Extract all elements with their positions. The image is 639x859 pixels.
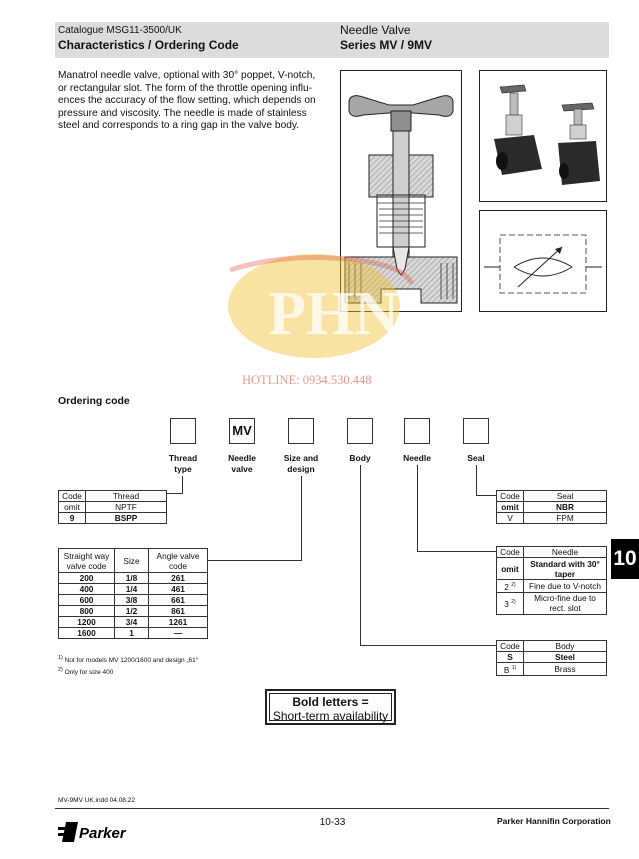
legend-title: Bold letters = [292, 695, 369, 709]
intro-line: pressure and viscosity. The needle is ma… [58, 107, 307, 119]
body-connector [360, 465, 361, 646]
size-connector [301, 476, 302, 561]
seal-box[interactable] [463, 418, 489, 444]
section-title: Characteristics / Ordering Code [58, 38, 239, 52]
thread-connector [182, 476, 183, 493]
series-name: Series MV / 9MV [340, 38, 433, 52]
needle-connector [417, 551, 496, 552]
page-number: 10-33 [319, 817, 346, 828]
seal-label: Seal [467, 453, 485, 463]
body-box[interactable] [347, 418, 373, 444]
intro-line: or rectangular slot. The form of the thr… [58, 82, 313, 94]
seal-connector [476, 465, 477, 496]
table-row: 2 2)Fine due to V-notch [496, 579, 607, 593]
parker-logo: Parker [58, 822, 127, 842]
intro-line: steel and corresponds to a ring gap in t… [58, 120, 300, 132]
thread-type-box[interactable] [170, 418, 196, 444]
size-design-box[interactable] [288, 418, 314, 444]
phn-watermark-logo: PHN [228, 254, 415, 358]
watermark-logo-text: PHN [268, 280, 399, 348]
product-name: Needle Valve [340, 23, 411, 37]
header-band [55, 22, 609, 58]
valve-cross-section-drawing [344, 95, 458, 304]
table-row: B 1)Brass [496, 662, 607, 676]
needle-label: Needle [403, 453, 431, 463]
seal-connector [476, 495, 496, 496]
size-connector [208, 560, 302, 561]
chapter-tab: 10 [611, 539, 639, 579]
watermark-hotline: HOTLINE: 0934.530.448 [242, 373, 372, 387]
thread-connector [167, 493, 183, 494]
availability-legend: Bold letters = Short-term availability [265, 689, 396, 725]
hydraulic-symbol-figure [479, 210, 607, 312]
body-connector [360, 645, 496, 646]
throttle-symbol-drawing [484, 234, 602, 294]
intro-line: Manatrol needle valve, optional with 30°… [58, 70, 316, 81]
file-reference: MV-9MV UK.indd 04.08.22 [58, 797, 135, 804]
product-photo-figure [479, 70, 607, 202]
body-label: Body [349, 453, 371, 463]
intro-line: ences the accuracy of the flow setting, … [58, 95, 316, 107]
footnote: 2) Only for size 400 [58, 666, 114, 676]
logo-text: Parker [79, 825, 127, 842]
needle-box[interactable] [404, 418, 430, 444]
catalogue-number: Catalogue MSG11-3500/UK [58, 25, 182, 36]
intro-paragraph: Manatrol needle valve, optional with 30°… [58, 70, 330, 133]
company-name: Parker Hannifin Corporation [497, 816, 611, 826]
footnote: 1) Not for models MV 1200/1600 and desig… [58, 655, 198, 665]
product-photo-drawing [494, 84, 600, 185]
legend-text: Short-term availability [272, 709, 389, 723]
footer-rule [55, 808, 609, 809]
table-row: 3 2)Micro-fine due to rect. slot [496, 591, 607, 615]
footnotes: 1) Not for models MV 1200/1600 and desig… [58, 654, 198, 677]
cross-section-figure [340, 70, 462, 312]
needle-connector [417, 465, 418, 552]
ordering-code-title: Ordering code [58, 395, 130, 407]
needle-valve-box: MV [229, 418, 255, 444]
